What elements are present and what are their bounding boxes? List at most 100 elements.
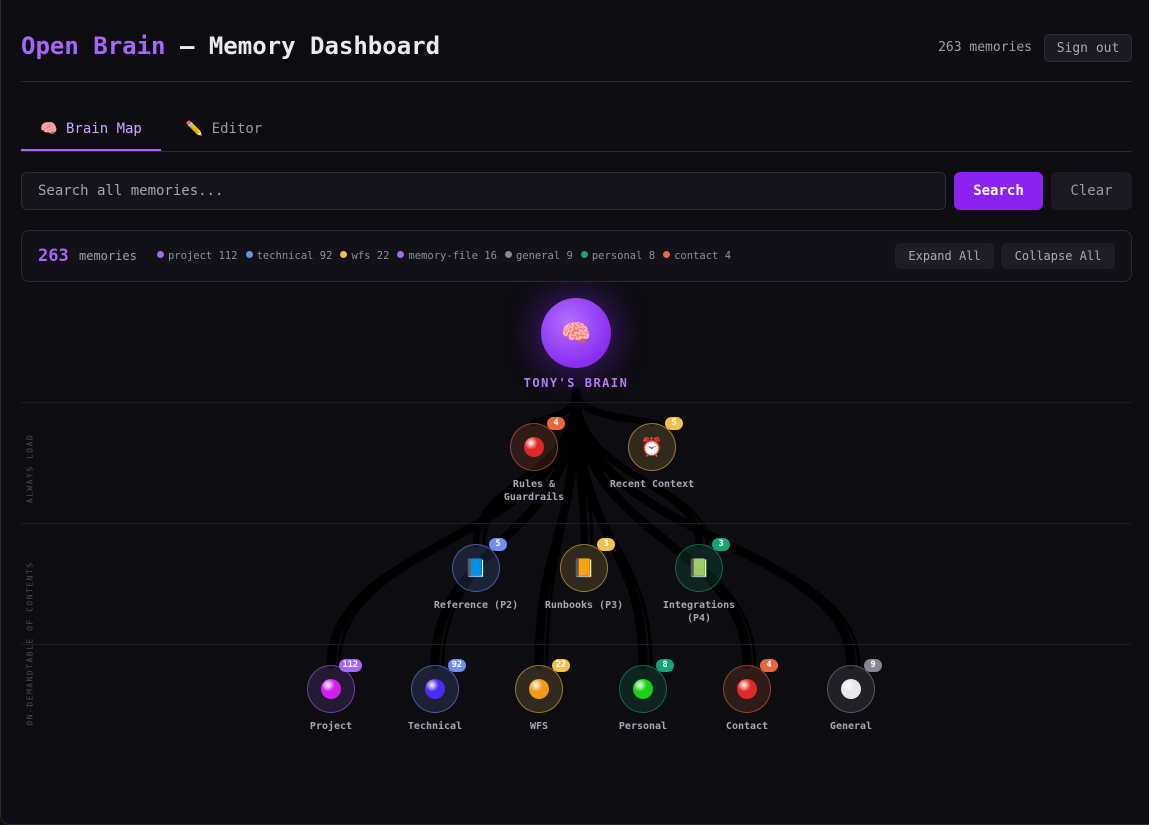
- node-label-line: Technical: [407, 721, 463, 732]
- node-label-line: General: [829, 721, 873, 732]
- orb-icon: [321, 679, 341, 699]
- node-technical[interactable]: 92: [411, 659, 466, 713]
- legend-count: 4: [724, 250, 732, 262]
- orb-icon: [737, 679, 757, 699]
- node-integrations-p4[interactable]: 📗3: [675, 538, 730, 592]
- node-project[interactable]: 112: [307, 659, 362, 713]
- legend-count: 16: [484, 250, 497, 262]
- connection-line: [430, 387, 581, 670]
- node-label-line: WFS: [529, 721, 549, 732]
- node-wfs[interactable]: 22: [515, 659, 570, 713]
- count-badge: 3: [597, 538, 615, 551]
- brain-icon: 🧠: [561, 319, 591, 347]
- node-personal[interactable]: 8: [619, 659, 674, 713]
- node-label: Rules & Guardrails: [464, 478, 604, 504]
- legend-dot-icon: [397, 251, 405, 258]
- node-label: Contact: [677, 720, 817, 733]
- root-node[interactable]: 🧠: [541, 298, 611, 368]
- node-label-line: Recent Context: [609, 479, 695, 490]
- node-runbooks-p3[interactable]: 📙3: [560, 538, 615, 592]
- legend-count: 8: [648, 250, 656, 262]
- count-badge: 3: [712, 538, 730, 551]
- node-label-line: Rules &: [512, 479, 556, 490]
- stats-bar: 263 memories project 112 technical 92 wfs …: [21, 230, 1132, 282]
- root-label: TONY'S BRAIN: [523, 376, 629, 390]
- node-general[interactable]: 9: [827, 659, 882, 713]
- node-label: Technical: [365, 720, 505, 733]
- book-icon: 📙: [572, 557, 596, 579]
- alarm-clock-icon: ⏰: [640, 436, 664, 458]
- tab-editor[interactable]: ✏️ Editor: [169, 110, 279, 151]
- legend-name: contact: [674, 250, 719, 262]
- count-badge: 9: [864, 659, 882, 672]
- legend-dot-icon: [340, 251, 348, 258]
- clear-button[interactable]: Clear: [1051, 172, 1132, 210]
- node-label-line: Integrations: [662, 600, 736, 611]
- category-legend: project 112 technical 92 wfs 22 memory-file…: [157, 250, 739, 262]
- node-label: Recent Context: [582, 478, 722, 491]
- search-input[interactable]: [21, 172, 946, 210]
- connection-line: [441, 390, 578, 667]
- tab-label: Brain Map: [66, 121, 142, 137]
- book-icon: 📘: [464, 557, 488, 579]
- legend-dot-icon: [157, 251, 164, 258]
- node-recent-context[interactable]: ⏰5: [628, 417, 683, 471]
- sign-out-button[interactable]: Sign out: [1044, 34, 1132, 62]
- collapse-all-button[interactable]: Collapse All: [1001, 243, 1115, 269]
- count-badge: 8: [656, 659, 674, 672]
- node-label-line: (P4): [686, 613, 712, 624]
- search-button[interactable]: Search: [954, 172, 1043, 210]
- node-label: Integrations (P4): [629, 599, 769, 625]
- legend-item-contact: contact 4: [663, 250, 731, 262]
- band-label-on-demand: ON-DEMANDTABLE OF CONTENTS: [25, 561, 35, 726]
- legend-item-personal: personal 8: [580, 250, 656, 262]
- legend-name: wfs: [351, 250, 371, 262]
- count-badge: 92: [447, 659, 466, 672]
- memory-total-label: memories: [79, 249, 137, 263]
- legend-name: personal: [591, 250, 643, 262]
- brain-icon: 🧠: [40, 121, 58, 137]
- legend-item-general: general 9: [504, 250, 573, 262]
- node-label: General: [781, 720, 921, 733]
- count-badge: 22: [551, 659, 570, 672]
- legend-name: project: [168, 250, 213, 262]
- memory-total: 263: [38, 246, 69, 266]
- legend-item-memory-file: memory-file 16: [397, 250, 497, 262]
- node-label: Personal: [573, 720, 713, 733]
- legend-dot-icon: [245, 251, 253, 258]
- count-badge: 5: [665, 417, 683, 430]
- expand-all-button[interactable]: Expand All: [895, 243, 994, 269]
- legend-item-wfs: wfs 22: [340, 250, 389, 262]
- band-divider: [21, 644, 1132, 645]
- legend-count: 92: [319, 250, 333, 262]
- node-reference-p2[interactable]: 📘5: [452, 538, 507, 592]
- node-rules-guardrails[interactable]: 4: [510, 417, 565, 471]
- legend-count: 22: [376, 250, 390, 262]
- legend-item-project: project 112: [157, 250, 238, 262]
- legend-dot-icon: [580, 251, 588, 258]
- tab-brain-map[interactable]: 🧠 Brain Map: [21, 110, 161, 151]
- orb-icon: [524, 437, 544, 457]
- count-badge: 5: [489, 538, 507, 551]
- orb-icon: [841, 679, 861, 699]
- legend-dot-icon: [504, 251, 512, 258]
- orb-icon: [633, 679, 653, 699]
- count-badge: 4: [760, 659, 778, 672]
- band-divider: [21, 523, 1132, 524]
- brand-name: Open Brain: [21, 32, 166, 60]
- connection-line: [574, 390, 861, 667]
- memory-count: 263 memories: [938, 40, 1032, 55]
- node-label: Project: [261, 720, 401, 733]
- node-contact[interactable]: 4: [723, 659, 778, 713]
- title-suffix: — Memory Dashboard: [165, 32, 441, 60]
- node-label-line: Guardrails: [503, 492, 565, 503]
- legend-name: technical: [256, 250, 314, 262]
- node-label-line: Project: [309, 721, 353, 732]
- node-label: WFS: [469, 720, 609, 733]
- band-divider: [21, 402, 1132, 403]
- node-label-line: Reference (P2): [433, 600, 519, 611]
- legend-name: general: [515, 250, 561, 262]
- legend-item-technical: technical 92: [245, 250, 333, 262]
- node-label: Reference (P2): [406, 599, 546, 612]
